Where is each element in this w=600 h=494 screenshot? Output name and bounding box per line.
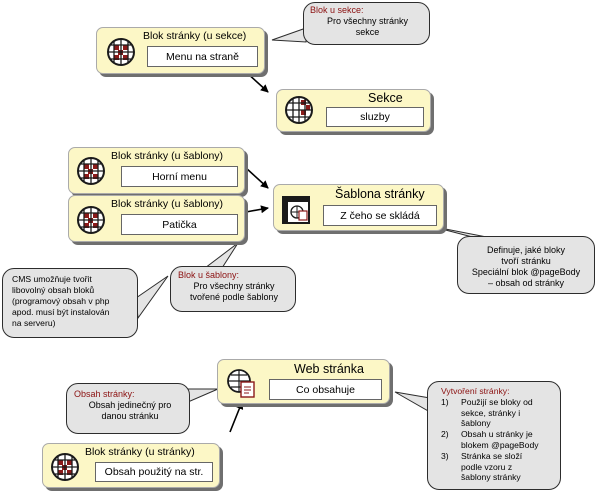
callout-line: libovolný obsah bloků <box>12 285 95 295</box>
callout-title: Blok u sekce: <box>310 5 364 15</box>
globe-grid-icon <box>283 94 315 131</box>
globe-grid-icon <box>76 205 106 240</box>
callout-line: na serveru) <box>12 318 56 328</box>
node-field: Z čeho se skládá <box>323 205 437 226</box>
node-title: Šablona stránky <box>335 187 425 201</box>
callout-title: Blok u šablony: <box>178 270 240 280</box>
callout-line: tvořené podle šablony <box>189 292 279 302</box>
callout-blok-u-sekce <box>303 2 430 45</box>
globe-grid-icon <box>106 37 136 72</box>
callout-blok-u-sablony <box>170 266 296 312</box>
node-field: Horní menu <box>121 166 238 187</box>
callout-line: Pro všechny stránky <box>193 281 275 291</box>
step-line: blokem @pageBody <box>461 439 539 450</box>
callout-pointer <box>187 388 219 403</box>
arrow-horni-menu-to-sablona <box>245 167 269 189</box>
node-title: Blok stránky (u šablony) <box>111 198 224 210</box>
callout-text: Blok u šablony: Pro všechny stránky tvoř… <box>178 270 290 303</box>
node-field: Menu na straně <box>147 46 258 67</box>
node-field: sluzby <box>326 107 424 127</box>
step-item: 3) Stránka se složí podle vzoru z šablon… <box>441 451 557 483</box>
globe-grid-icon <box>50 452 80 487</box>
node-title: Web stránka <box>294 362 364 376</box>
step-number: 1) <box>441 396 449 407</box>
callout-line: Definuje, jaké bloky <box>486 245 566 255</box>
callout-definuje <box>457 236 595 294</box>
steps-list: 1) Použijí se bloky od sekce, stránky i … <box>441 397 557 483</box>
step-item: 2) Obsah u stránky je blokem @pageBody <box>441 429 557 451</box>
node-title: Blok stránky (u sekce) <box>143 30 247 42</box>
callout-line: sekce <box>355 27 380 37</box>
step-item: 1) Použijí se bloky od sekce, stránky i … <box>441 397 557 429</box>
callout-obsah-stranky <box>66 383 190 434</box>
step-line: Obsah u stránky je <box>461 429 533 440</box>
callout-text: CMS umožňuje tvořit libovolný obsah blok… <box>12 274 136 329</box>
callout-pointer <box>271 27 307 43</box>
callout-title: Obsah stránky: <box>74 389 135 399</box>
arrow-blok-sekce-to-sekce <box>245 71 269 93</box>
step-line: šablony <box>461 418 491 429</box>
step-line: šablony stránky <box>461 472 521 483</box>
step-line: podle vzoru z <box>461 461 513 472</box>
node-title: Blok stránky (u stránky) <box>85 446 195 458</box>
callout-vytvoreni <box>427 381 561 490</box>
callout-text: Blok u sekce: Pro všechny stránky sekce <box>310 5 425 38</box>
callout-title: Vytvoření stránky: <box>441 386 510 396</box>
node-field: Obsah použitý na str. <box>95 462 213 482</box>
callout-line: Speciální blok @pageBody <box>471 267 581 277</box>
callout-text: Definuje, jaké bloky tvoří stránku Speci… <box>462 245 590 289</box>
callout-pointer <box>394 391 431 413</box>
callout-line: apod. musí být instalován <box>12 307 110 317</box>
node-title: Sekce <box>368 91 403 105</box>
node-title: Blok stránky (u šablony) <box>111 150 224 162</box>
callout-cms <box>2 268 138 338</box>
callout-line: (programový obsah v php <box>12 296 110 306</box>
callout-line: Obsah jedinečný pro <box>88 400 172 410</box>
arrow-blok-stranka-to-web <box>229 401 244 433</box>
callout-text: Vytvoření stránky: 1) Použijí se bloky o… <box>441 386 557 483</box>
callout-text: Obsah stránky: Obsah jedinečný pro danou… <box>74 389 186 422</box>
callout-pointer <box>203 242 239 269</box>
callout-pointer <box>135 275 169 320</box>
node-field: Patička <box>121 214 238 235</box>
step-line: sekce, stránky i <box>461 407 521 418</box>
callout-line: CMS umožňuje tvořit <box>12 274 92 284</box>
callout-line: – obsah od stránky <box>487 278 565 288</box>
template-page-icon <box>281 195 311 230</box>
step-number: 3) <box>441 450 449 461</box>
step-number: 2) <box>441 429 449 440</box>
step-line: Použijí se bloky od <box>461 396 533 407</box>
globe-page-icon <box>226 368 258 405</box>
callout-line: danou stránku <box>101 411 159 421</box>
globe-grid-icon <box>76 156 106 191</box>
node-field: Co obsahuje <box>269 379 382 400</box>
arrow-paticka-to-sablona <box>245 205 269 214</box>
step-line: Stránka se složí <box>461 450 523 461</box>
callout-line: tvoří stránku <box>501 256 551 266</box>
callout-line: Pro všechny stránky <box>326 16 409 26</box>
